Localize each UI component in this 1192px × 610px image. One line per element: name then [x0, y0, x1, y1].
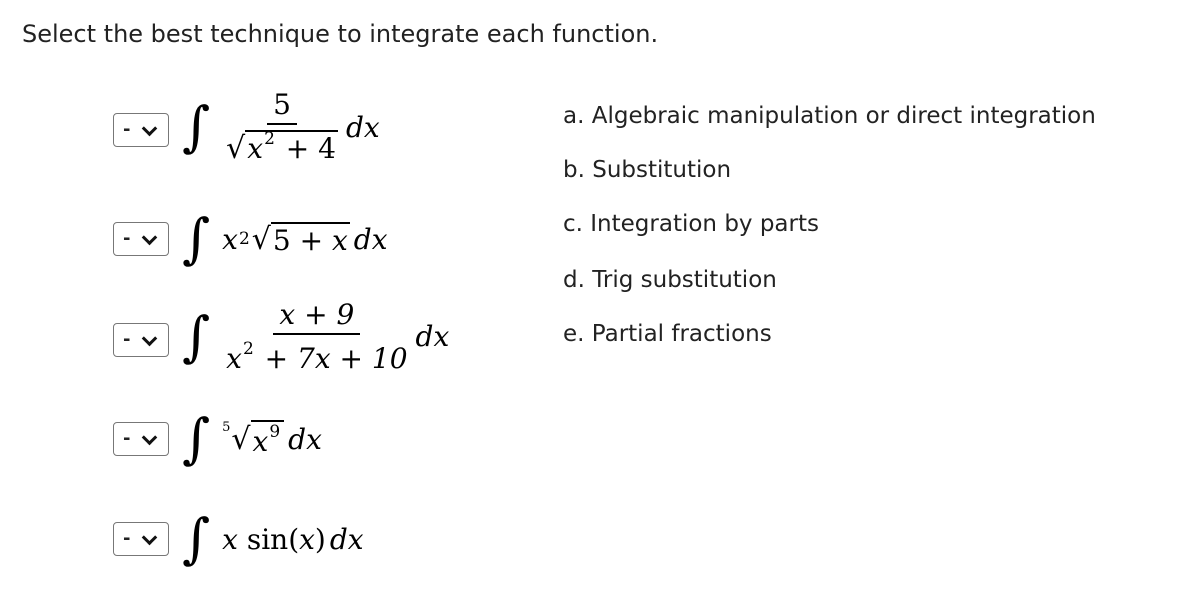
chevron-down-icon	[141, 229, 158, 246]
instructions: Select the best technique to integrate e…	[22, 20, 659, 48]
option-a: a. Algebraic manipulation or direct inte…	[563, 103, 1096, 129]
option-e: e. Partial fractions	[563, 321, 772, 347]
chevron-down-icon	[141, 330, 158, 347]
radical-icon: √	[231, 421, 251, 457]
radical-icon: √	[226, 131, 246, 166]
integral-1: ∫ 5√x2 + 4 dx	[182, 88, 380, 166]
chevron-down-icon	[141, 120, 158, 137]
technique-select-1[interactable]: -	[113, 113, 169, 147]
radical-icon: √	[251, 221, 271, 257]
technique-select-3[interactable]: -	[113, 323, 169, 357]
integral-sign-icon: ∫	[182, 407, 211, 470]
technique-select-5[interactable]: -	[113, 522, 169, 556]
technique-select-4[interactable]: -	[113, 422, 169, 456]
option-c: c. Integration by parts	[563, 211, 819, 237]
integral-4: ∫ 5√x9 dx	[182, 407, 322, 470]
integral-5: ∫ x sin(x) dx	[182, 507, 364, 570]
integral-sign-icon: ∫	[182, 507, 211, 570]
chevron-down-icon	[141, 429, 158, 446]
integral-sign-icon: ∫	[182, 95, 211, 158]
technique-select-2[interactable]: -	[113, 222, 169, 256]
chevron-down-icon	[141, 529, 158, 546]
integral-sign-icon: ∫	[182, 207, 211, 270]
integral-sign-icon: ∫	[182, 304, 211, 368]
option-b: b. Substitution	[563, 157, 732, 183]
option-d: d. Trig substitution	[563, 267, 777, 293]
